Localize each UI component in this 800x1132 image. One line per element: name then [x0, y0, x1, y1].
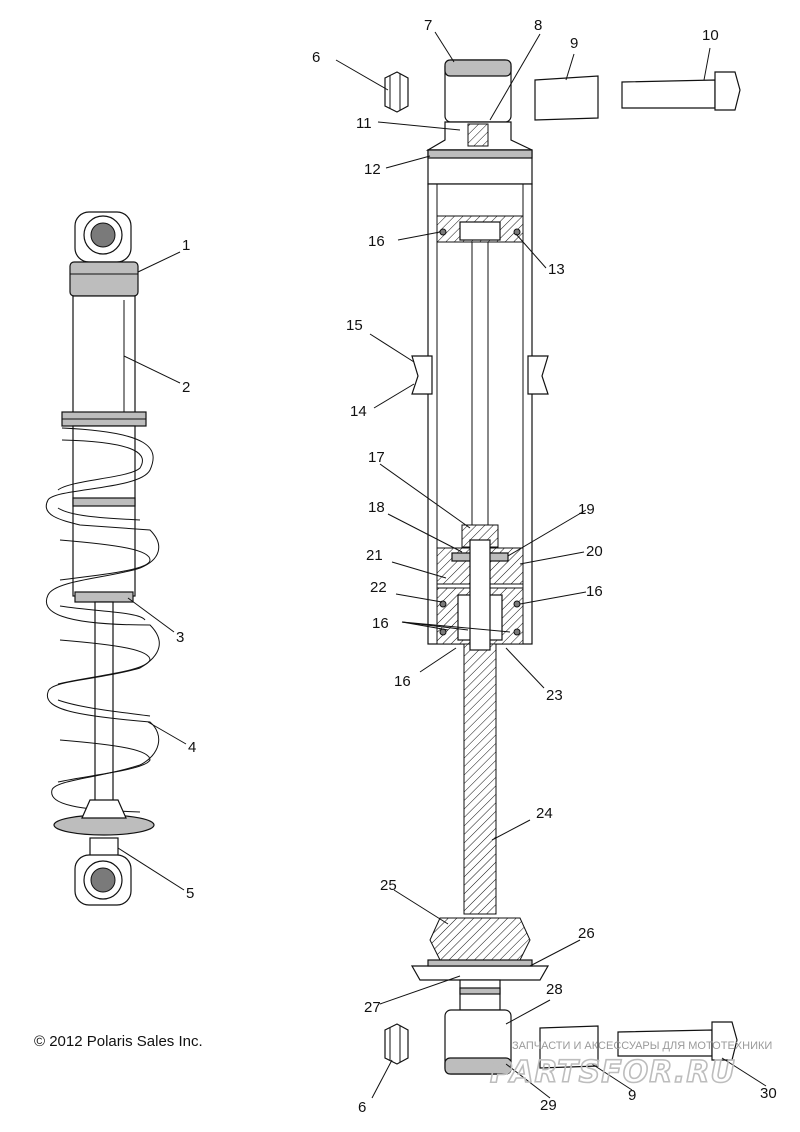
- callout-12: 12: [364, 161, 381, 178]
- callout-28: 28: [546, 981, 563, 998]
- callout-16-b: 16: [586, 583, 603, 600]
- callout-16-a: 16: [368, 233, 385, 250]
- callout-16-c: 16: [372, 615, 389, 632]
- callout-22: 22: [370, 579, 387, 596]
- callout-23: 23: [546, 687, 563, 704]
- callout-15: 15: [346, 317, 363, 334]
- callout-13: 13: [548, 261, 565, 278]
- callout-7: 7: [424, 17, 432, 34]
- callout-18: 18: [368, 499, 385, 516]
- callout-29: 29: [540, 1097, 557, 1114]
- callout-26: 26: [578, 925, 595, 942]
- callouts: 1 2 3 4 5 6 7 8 9 10 11 12 13 14 15 16 1…: [176, 17, 777, 1116]
- callout-11: 11: [356, 115, 372, 132]
- callout-21: 21: [366, 547, 383, 564]
- callout-24: 24: [536, 805, 553, 822]
- callout-9-bottom: 9: [628, 1087, 636, 1104]
- callout-8: 8: [534, 17, 542, 34]
- callout-19: 19: [578, 501, 595, 518]
- section-view: [384, 59, 741, 1075]
- callout-16-d: 16: [394, 673, 411, 690]
- callout-27: 27: [364, 999, 381, 1016]
- callout-10: 10: [702, 27, 719, 44]
- assembled-shock: [45, 211, 160, 906]
- callout-20: 20: [586, 543, 603, 560]
- callout-4: 4: [188, 739, 196, 756]
- callout-6-top: 6: [312, 49, 320, 66]
- callout-5: 5: [186, 885, 194, 902]
- watermark-logo: PARTSFOR.RU: [490, 1055, 736, 1090]
- callout-30: 30: [760, 1085, 777, 1102]
- copyright-text: © 2012 Polaris Sales Inc.: [34, 1033, 203, 1050]
- callout-25: 25: [380, 877, 397, 894]
- callout-3: 3: [176, 629, 184, 646]
- leader-lines: [117, 31, 767, 1099]
- callout-1: 1: [182, 237, 190, 254]
- callout-14: 14: [350, 403, 367, 420]
- callout-6-bottom: 6: [358, 1099, 366, 1116]
- watermark-caption: ЗАПЧАСТИ И АКСЕССУАРЫ ДЛЯ МОТОТЕХНИКИ: [512, 1040, 772, 1052]
- callout-17: 17: [368, 449, 385, 466]
- callout-2: 2: [182, 379, 190, 396]
- callout-9-top: 9: [570, 35, 578, 52]
